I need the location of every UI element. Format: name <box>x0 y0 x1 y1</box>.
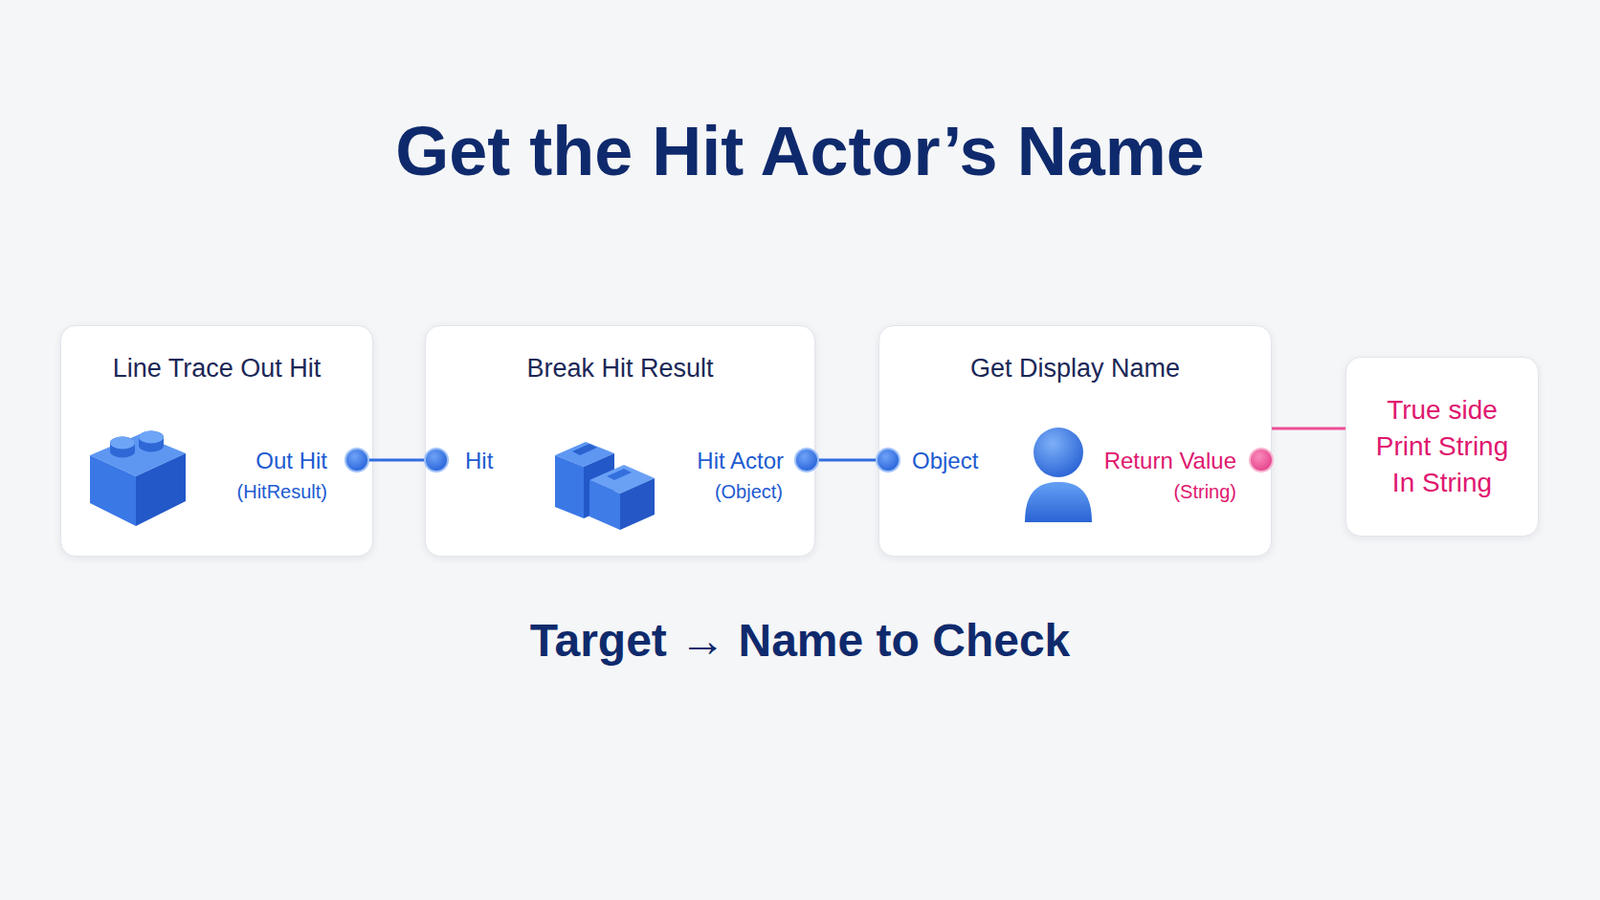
block-left <box>555 455 584 519</box>
block-right <box>583 453 615 519</box>
block-top <box>555 442 615 467</box>
brick-right <box>135 453 186 527</box>
pin-wire <box>356 459 374 463</box>
pin-type: (Object) <box>714 478 783 506</box>
pin-label: Hit <box>465 447 493 475</box>
blueprint-node: Break Hit ResultHit Hit Actor (Object) <box>424 325 816 557</box>
pin-connector <box>815 459 879 463</box>
brick-top <box>89 434 186 477</box>
node-title: Get Display Name <box>879 352 1271 385</box>
pin-label: Object <box>911 447 978 475</box>
pin-type: (HitResult) <box>237 478 328 506</box>
output-pin <box>795 448 819 472</box>
node-title: Line Trace Out Hit <box>61 352 373 385</box>
action-box: True side Print String In String <box>1345 356 1539 537</box>
pin-wire <box>806 459 816 463</box>
diagram-caption: Target → Name to Check <box>0 612 1600 670</box>
pin-label: Out Hit <box>255 447 328 475</box>
blueprint-node: Line Trace Out HitOut Hit (HitResult) <box>60 325 374 557</box>
block-left <box>589 480 621 531</box>
block-right <box>620 478 655 531</box>
blueprint-node: Get Display NameObject Return Value (Strin… <box>878 325 1272 557</box>
pin-type: (String) <box>1173 478 1237 506</box>
pin-label: Return Value <box>1104 447 1237 475</box>
pin-wire <box>878 459 889 463</box>
block-notch <box>572 444 598 456</box>
brick-stud <box>110 437 135 459</box>
block-notch <box>606 468 632 481</box>
brick-stud-top <box>110 437 135 450</box>
diagram-title: Get the Hit Actor’s Name <box>0 108 1600 195</box>
pin-label: Hit Actor <box>696 447 784 475</box>
person-body <box>1024 482 1092 523</box>
block-top <box>589 465 655 494</box>
brick-icon <box>89 431 186 528</box>
pin-wire <box>1261 459 1272 463</box>
person-head <box>1033 427 1084 478</box>
brick-left <box>89 455 136 527</box>
output-pin <box>345 448 369 472</box>
person-icon <box>1024 427 1092 523</box>
pin-connector <box>373 459 425 463</box>
pin-wire <box>424 459 437 463</box>
brick-stud <box>138 431 164 453</box>
pin-connector <box>1271 427 1346 431</box>
node-title: Break Hit Result <box>425 352 815 385</box>
input-pin <box>876 448 900 472</box>
output-pin <box>1249 448 1273 472</box>
blocks-icon <box>555 442 655 531</box>
brick-stud-top <box>138 431 164 445</box>
input-pin <box>424 448 448 472</box>
action-text: True side Print String In String <box>1368 392 1517 502</box>
